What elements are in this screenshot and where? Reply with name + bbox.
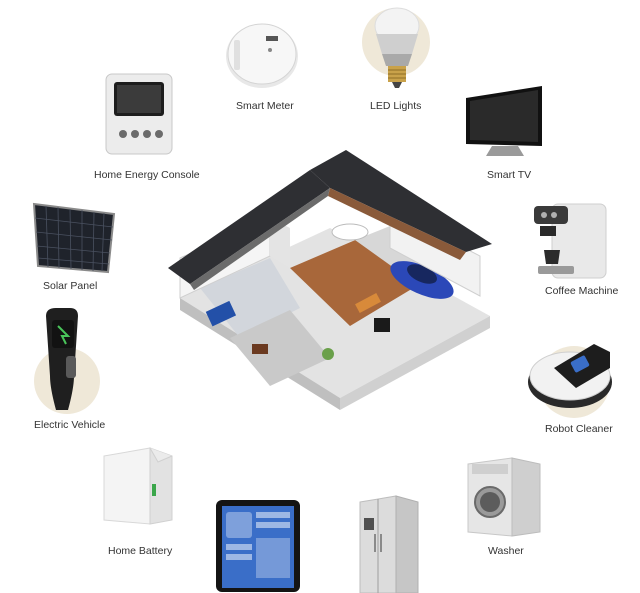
- home-energy-console-label: Home Energy Console: [94, 169, 200, 181]
- smart-meter-label: Smart Meter: [236, 100, 294, 112]
- energy-console-icon: [104, 72, 174, 156]
- smart-tv-label: Smart TV: [487, 169, 532, 181]
- home-battery-label: Home Battery: [108, 545, 173, 557]
- led-bulb-icon: [368, 6, 426, 94]
- smart-meter-icon: [222, 18, 302, 90]
- washer-icon: [466, 456, 542, 538]
- robot-cleaner-label: Robot Cleaner: [545, 423, 613, 435]
- ev-charger-icon: [40, 306, 84, 414]
- robot-cleaner-icon: [524, 338, 616, 414]
- coffee-machine-icon: [532, 200, 610, 282]
- solar-panel-label: Solar Panel: [43, 280, 98, 292]
- tv-icon: [462, 84, 546, 160]
- solar-panel-icon: [30, 200, 118, 276]
- electric-vehicle-label: Electric Vehicle: [34, 419, 106, 431]
- refrigerator-icon: [356, 494, 422, 593]
- washer-label: Washer: [488, 545, 524, 557]
- home-battery-icon: [100, 444, 176, 528]
- led-lights-label: LED Lights: [370, 100, 422, 112]
- coffee-machine-label: Coffee Machine: [545, 285, 619, 297]
- tablet-icon: [214, 498, 304, 593]
- house-cutaway-icon: [160, 148, 500, 448]
